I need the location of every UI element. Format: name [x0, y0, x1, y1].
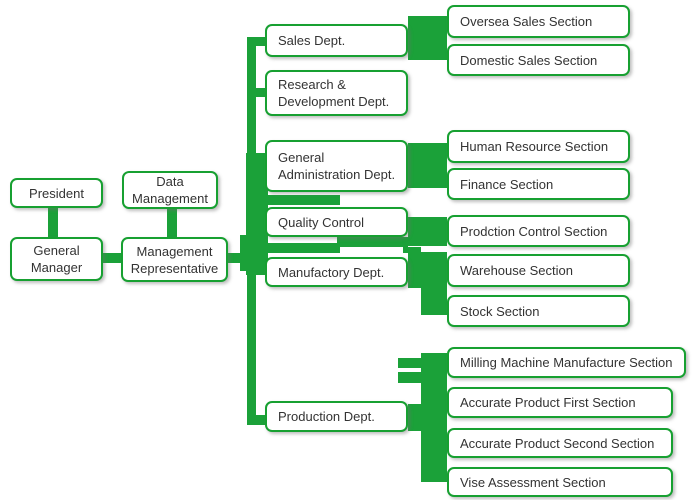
connector-production-stub — [408, 404, 447, 431]
connector-genadmin-sections — [408, 143, 447, 188]
node-oversea-sales-section: Oversea Sales Section — [447, 5, 630, 38]
connector-prod-stub-a — [398, 358, 421, 368]
node-domestic-sales-section: Domestic Sales Section — [447, 44, 630, 76]
node-president: President — [10, 178, 103, 208]
node-finance-section: Finance Section — [447, 168, 630, 200]
connector-trunk-sales — [255, 37, 266, 46]
connector-sales-sections — [408, 16, 447, 60]
node-sales-dept: Sales Dept. — [265, 24, 408, 57]
connector-qc-band-lower — [256, 243, 340, 253]
node-rnd-dept: Research & Development Dept. — [265, 70, 408, 116]
connector-datamgmt-mgmtrep — [167, 208, 177, 238]
node-accurate-first-section: Accurate Product First Section — [447, 387, 673, 418]
connector-manufactory-sections — [408, 252, 447, 288]
connector-trunk-production — [247, 415, 266, 425]
node-production-dept: Production Dept. — [265, 401, 408, 432]
node-general-admin-dept: General Administration Dept. — [265, 140, 408, 192]
connector-qc-band-upper — [256, 195, 340, 205]
connector-mfg-stub-b — [403, 247, 421, 253]
connector-president-gm — [48, 206, 58, 238]
node-vise-section: Vise Assessment Section — [447, 467, 673, 497]
node-quality-control: Quality Control — [265, 207, 408, 237]
connector-mfg-stub-a — [403, 239, 421, 245]
node-prodction-control-section: Prodction Control Section — [447, 215, 630, 247]
node-milling-section: Milling Machine Manufacture Section — [447, 347, 686, 378]
connector-qc-band-right — [337, 237, 408, 247]
connector-manufactory-bar — [421, 288, 447, 315]
node-human-resource-section: Human Resource Section — [447, 130, 630, 163]
connector-prod-stub-b — [398, 372, 421, 383]
node-management-representative: Management Representative — [121, 237, 228, 282]
connector-trunk-rnd — [255, 88, 266, 97]
node-accurate-second-section: Accurate Product Second Section — [447, 428, 673, 458]
node-warehouse-section: Warehouse Section — [447, 254, 630, 287]
node-general-manager: General Manager — [10, 237, 103, 281]
connector-gm-mgmtrep — [103, 253, 123, 263]
node-data-management: Data Management — [122, 171, 218, 209]
node-stock-section: Stock Section — [447, 295, 630, 327]
node-manufactory-dept: Manufactory Dept. — [265, 257, 408, 287]
connector-mgmtrep-trunk — [227, 253, 248, 263]
